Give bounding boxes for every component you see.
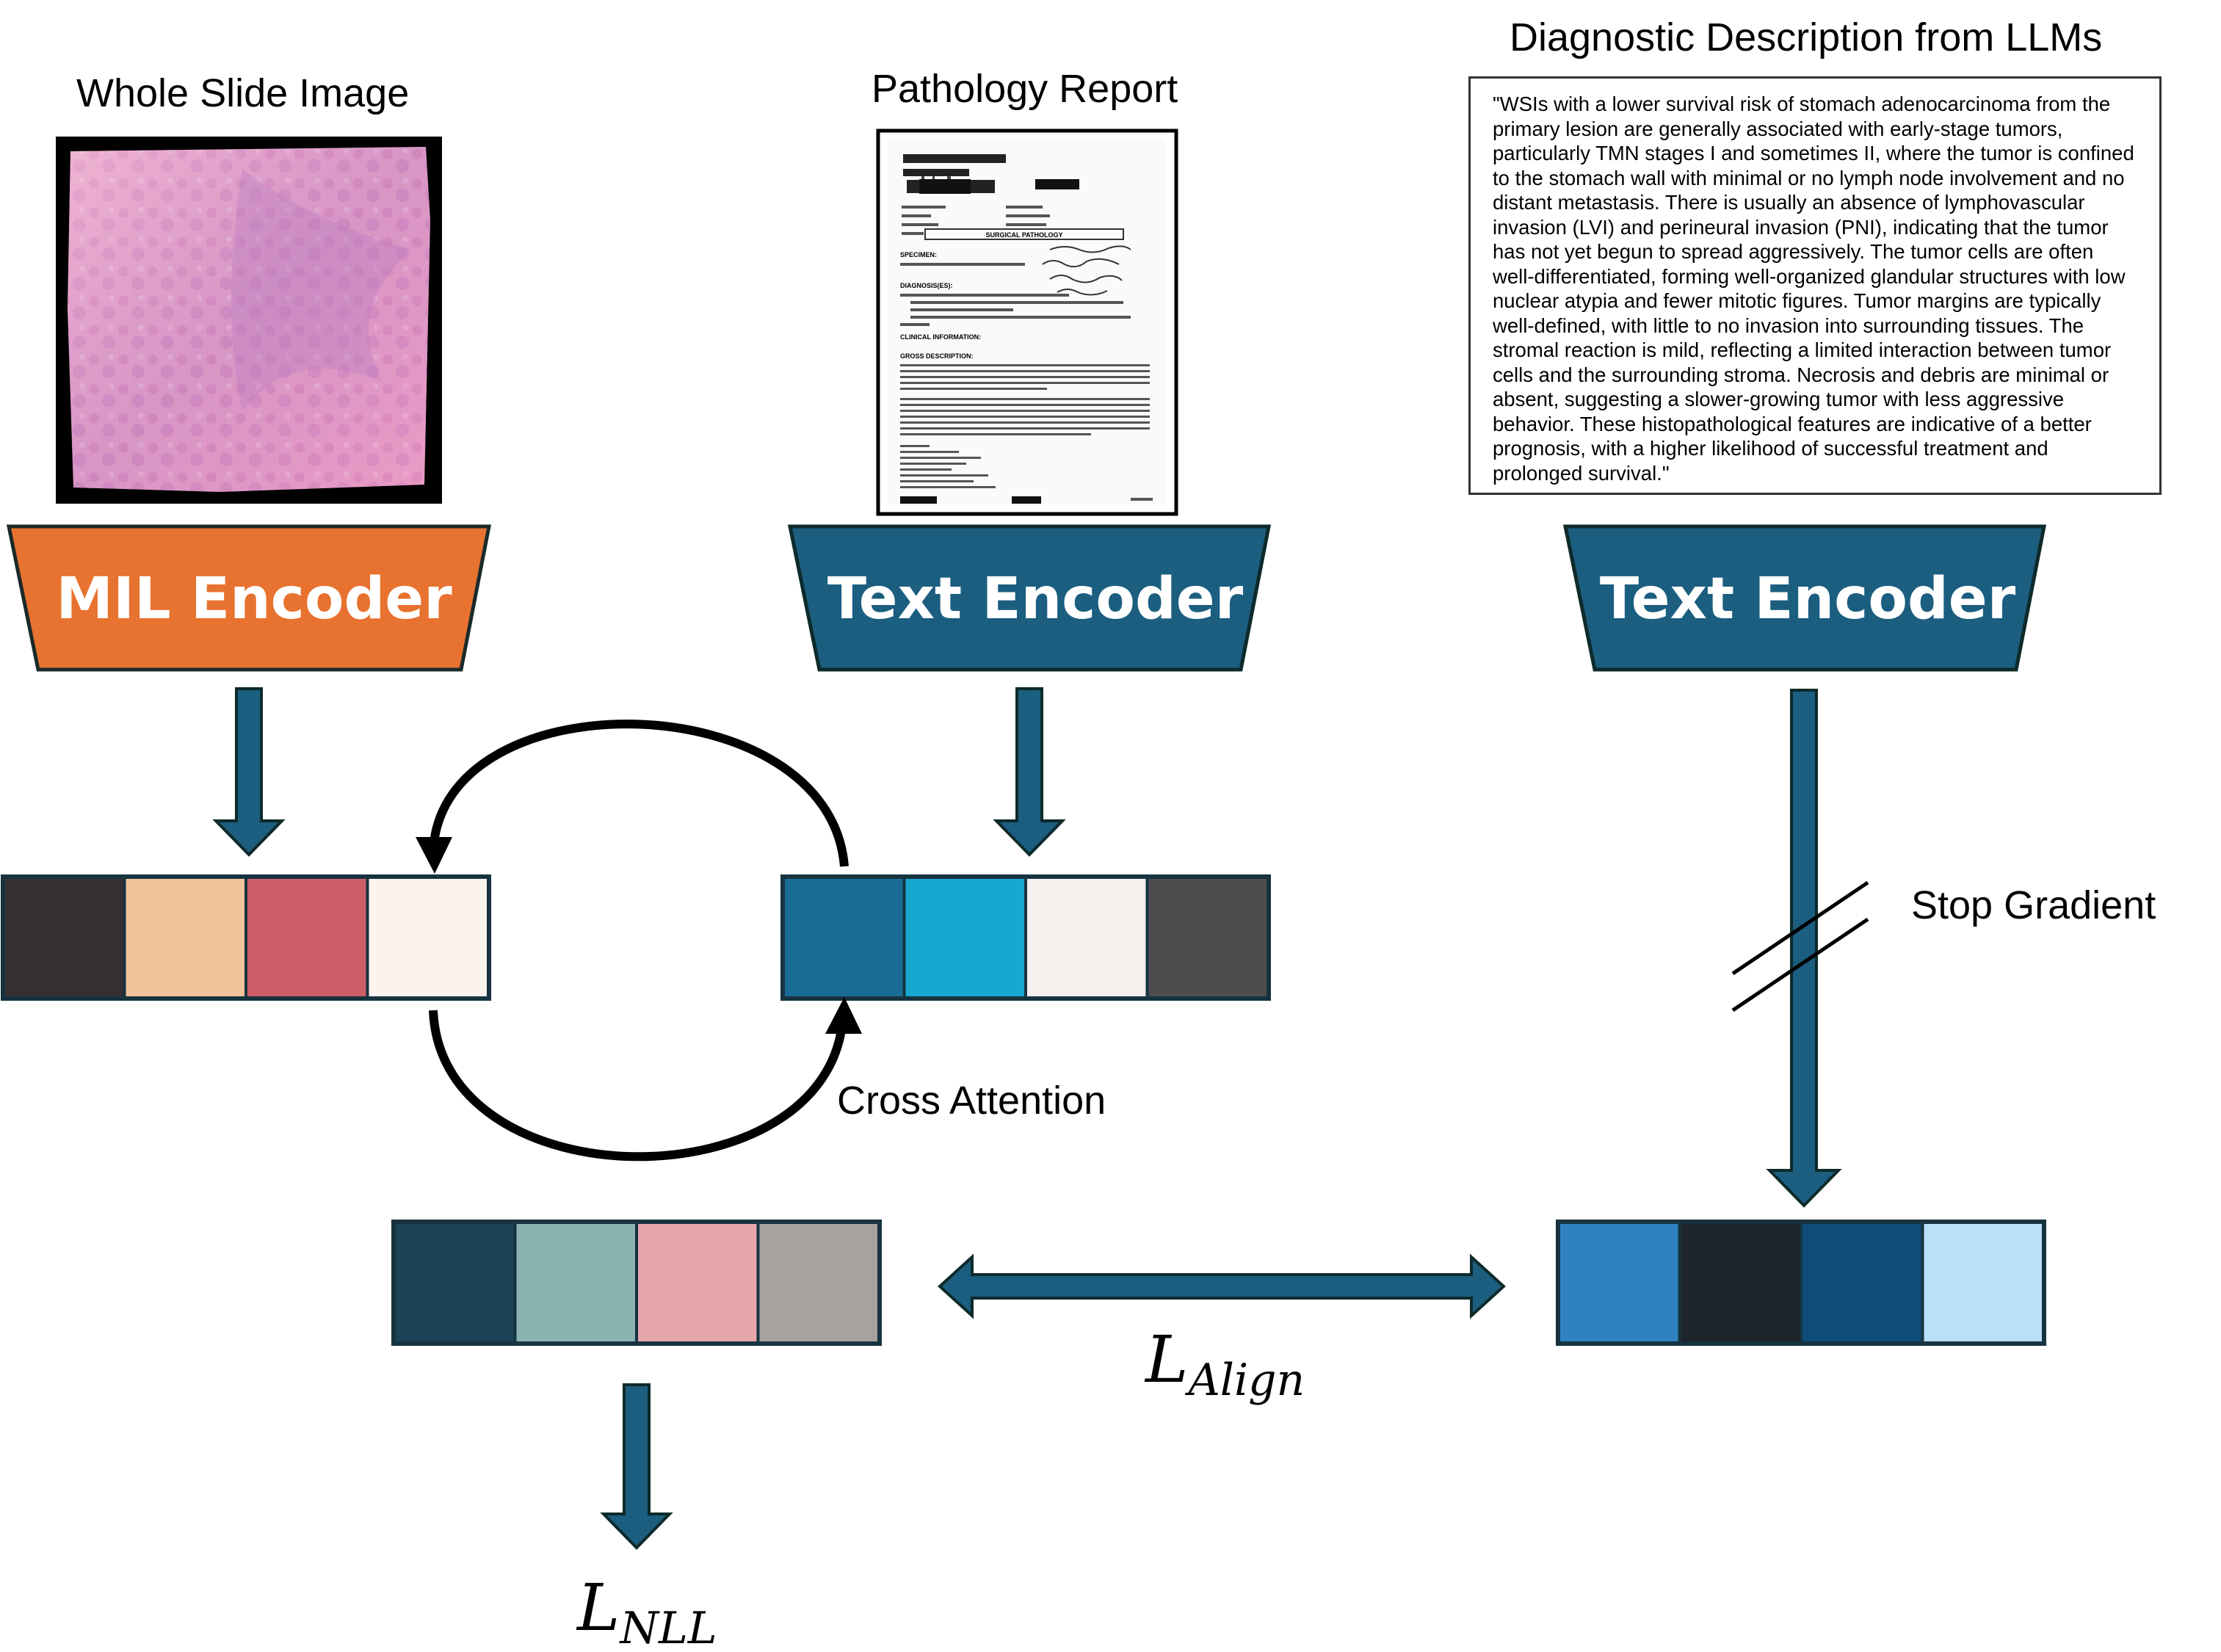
feature-cell <box>1145 875 1270 1000</box>
llm-down-arrow <box>1766 689 1842 1208</box>
llm-description-text: "WSIs with a lower survival risk of stom… <box>1493 93 2134 485</box>
text-encoder-llm-label: Text Encoder <box>1600 566 2016 632</box>
whole-slide-image <box>56 137 442 504</box>
pathology-report-image: SURGICAL PATHOLOGY SPECIMEN: DIAGNOSIS(E… <box>876 128 1178 516</box>
arrowhead-to-wsi <box>416 837 452 874</box>
mil-down-arrow <box>212 687 286 857</box>
feature-cell <box>123 875 247 1000</box>
feature-cell <box>756 1220 881 1345</box>
report-clinical-text: CLINICAL INFORMATION: <box>900 333 981 341</box>
mil-encoder: MIL Encoder <box>6 524 492 672</box>
feature-cell <box>1800 1220 1924 1345</box>
feature-vector-outline <box>1 874 491 1001</box>
report-gross-text: GROSS DESCRIPTION: <box>900 352 974 360</box>
report-feature-vector <box>780 874 1271 1001</box>
loss-nll-label: LNLL <box>576 1570 717 1652</box>
report-specimen-text: SPECIMEN: <box>900 251 937 258</box>
wsi-feature-vector <box>1 874 491 1001</box>
feature-vector-outline <box>1556 1220 2046 1346</box>
fused-feature-vector <box>391 1220 882 1346</box>
mil-encoder-label: MIL Encoder <box>56 566 452 632</box>
wsi-title: Whole Slide Image <box>76 71 410 115</box>
cross-attention-top-arc <box>429 720 849 867</box>
feature-cell <box>1557 1220 1681 1345</box>
text-encoder-report: Text Encoder <box>787 524 1272 672</box>
feature-vector-outline <box>391 1220 882 1346</box>
text-encoder-report-label: Text Encoder <box>827 566 1244 632</box>
llm-title: Diagnostic Description from LLMs <box>1510 15 2103 59</box>
feature-cell <box>244 875 369 1000</box>
nll-down-arrow <box>600 1383 673 1550</box>
cross-attention-bottom-arc <box>429 1010 847 1162</box>
feature-cell <box>392 1220 517 1345</box>
feature-cell <box>902 875 1027 1000</box>
llm-description-box: "WSIs with a lower survival risk of stom… <box>1468 76 2162 495</box>
report-header-text: SURGICAL PATHOLOGY <box>985 231 1062 239</box>
feature-cell <box>366 875 490 1000</box>
report-down-arrow <box>993 687 1066 857</box>
align-double-arrow <box>938 1253 1506 1319</box>
arrowhead-to-report <box>825 997 862 1034</box>
feature-cell <box>635 1220 760 1345</box>
feature-vector-outline <box>780 874 1271 1001</box>
cross-attention-label: Cross Attention <box>837 1079 1106 1123</box>
feature-cell <box>1 875 126 1000</box>
feature-cell <box>1678 1220 1802 1345</box>
feature-cell <box>1024 875 1149 1000</box>
llm-feature-vector <box>1556 1220 2046 1346</box>
report-title: Pathology Report <box>872 67 1178 111</box>
cross-attention-arrows <box>429 720 849 1162</box>
loss-align-label: LAlign <box>1144 1322 1305 1406</box>
feature-cell <box>781 875 906 1000</box>
stop-gradient-label: Stop Gradient <box>1911 883 2156 927</box>
text-encoder-llm: Text Encoder <box>1562 524 2047 672</box>
feature-cell <box>1921 1220 2046 1345</box>
feature-cell <box>513 1220 638 1345</box>
stop-gradient-marks <box>1731 880 1869 1012</box>
report-diagnosis-text: DIAGNOSIS(ES): <box>900 282 953 289</box>
